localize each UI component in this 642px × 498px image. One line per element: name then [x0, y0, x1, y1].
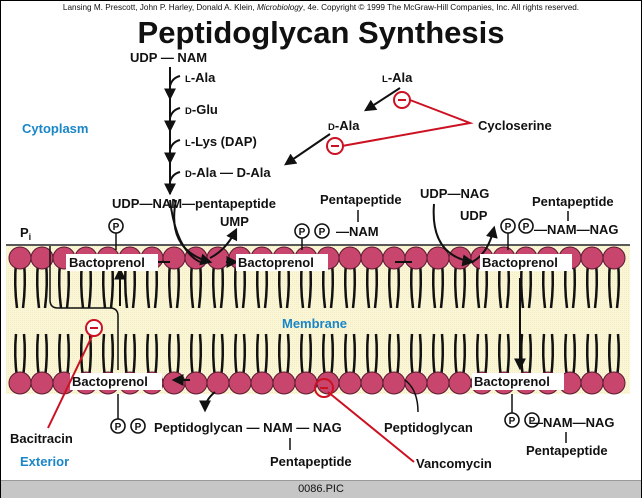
step-d-ala-d-ala: D-Ala — D-Ala: [185, 165, 271, 180]
lipid-head: [162, 371, 186, 395]
lipid-head: [382, 371, 406, 395]
pentapeptide-label: Pentapeptide: [270, 454, 352, 469]
cytoplasmic-pathway: UDP — NAM L-Ala D-Glu L-Lys (DAP) D-Ala …: [112, 50, 413, 211]
membrane-label: Membrane: [282, 316, 347, 331]
lipid-head: [602, 246, 626, 270]
lipid-head: [8, 371, 32, 395]
lipid-head: [250, 371, 274, 395]
lipid-head: [338, 371, 362, 395]
phosphate-icon: [518, 218, 534, 234]
peptidoglycan-chain-label: Peptidoglycan — NAM — NAG: [154, 420, 342, 435]
pentapeptide-label: Pentapeptide: [532, 194, 614, 209]
lipid-head: [316, 371, 340, 395]
phosphate-symbol: P: [529, 416, 536, 427]
phosphate-symbol: P: [509, 416, 516, 427]
lipid-head: [184, 371, 208, 395]
lipid-carrier-cycle: Pi UMP Pentapeptide —NAM UDP—NAG UDP Pen…: [20, 186, 619, 469]
exterior-label: Exterior: [20, 454, 69, 469]
phosphate-symbol: P: [299, 227, 306, 238]
bacitracin-label: Bacitracin: [10, 431, 73, 446]
step-d-glu: D-Glu: [185, 102, 218, 117]
ump-label: UMP: [220, 214, 249, 229]
udp-nam-label: UDP — NAM: [130, 50, 207, 65]
bactoprenol-label: Bactoprenol: [482, 255, 558, 270]
lipid-head: [360, 246, 384, 270]
lipid-head: [382, 246, 406, 270]
inhibit-icon: [314, 378, 334, 398]
phosphate-icon: [524, 412, 540, 428]
lipid-head: [272, 371, 296, 395]
phosphate-symbol: P: [135, 422, 142, 433]
step-l-lys: L-Lys (DAP): [185, 134, 257, 149]
bactoprenol-label: Bactoprenol: [69, 255, 145, 270]
diagram-title: Peptidoglycan Synthesis: [138, 15, 505, 50]
udp-nag-label: UDP—NAG: [420, 186, 489, 201]
bacitracin-inhibition: Bacitracin: [10, 319, 103, 446]
phosphate-symbol: P: [523, 222, 530, 233]
udp-label: UDP: [460, 208, 488, 223]
udp-nam-pentapeptide-label: UDP—NAM—pentapeptide: [112, 196, 276, 211]
lipid-head: [294, 371, 318, 395]
status-bar: 0086.PIC: [1, 480, 641, 498]
cytoplasm-label: Cytoplasm: [22, 121, 88, 136]
lipid-head: [30, 371, 54, 395]
lipid-head: [206, 371, 230, 395]
phosphate-symbol: P: [505, 222, 512, 233]
d-ala-label: D-Ala: [328, 118, 360, 133]
lipid-head: [8, 246, 32, 270]
lipid-head: [426, 371, 450, 395]
phosphate-icon: [130, 418, 146, 434]
lipid-head: [580, 246, 604, 270]
bactoprenol-label: Bactoprenol: [72, 374, 148, 389]
lipid-head: [338, 246, 362, 270]
lipid-head: [602, 371, 626, 395]
pentapeptide-label: Pentapeptide: [320, 192, 402, 207]
pi-label: Pi: [20, 225, 31, 242]
phosphate-symbol: P: [113, 222, 120, 233]
vancomycin-label: Vancomycin: [416, 456, 492, 471]
bactoprenol-label: Bactoprenol: [238, 255, 314, 270]
vancomycin-inhibition: Vancomycin: [314, 378, 492, 471]
step-l-ala: L-Ala: [185, 70, 216, 85]
cycloserine-inhibition: Cycloserine: [326, 91, 552, 155]
lipid-head: [404, 246, 428, 270]
lipid-head: [448, 371, 472, 395]
lipid-head: [228, 371, 252, 395]
filename-label: 0086.PIC: [298, 483, 344, 495]
l-ala-label: L-Ala: [382, 70, 413, 85]
nam-nag-label: —NAM—NAG: [530, 415, 615, 430]
nam-nag-label: —NAM—NAG: [534, 222, 619, 237]
bactoprenol-label: Bactoprenol: [474, 374, 550, 389]
lipid-head: [360, 371, 384, 395]
copyright-credit: Lansing M. Prescott, John P. Harley, Don…: [63, 3, 579, 12]
pentapeptide-label: Pentapeptide: [526, 443, 608, 458]
nam-label: —NAM: [336, 224, 379, 239]
cycloserine-label: Cycloserine: [478, 118, 552, 133]
lipid-head: [162, 246, 186, 270]
phosphate-symbol: P: [319, 227, 326, 238]
phosphate-symbol: P: [115, 422, 122, 433]
lipid-head: [580, 371, 604, 395]
phosphate-icon: [314, 223, 330, 239]
peptidoglycan-label: Peptidoglycan: [384, 420, 473, 435]
